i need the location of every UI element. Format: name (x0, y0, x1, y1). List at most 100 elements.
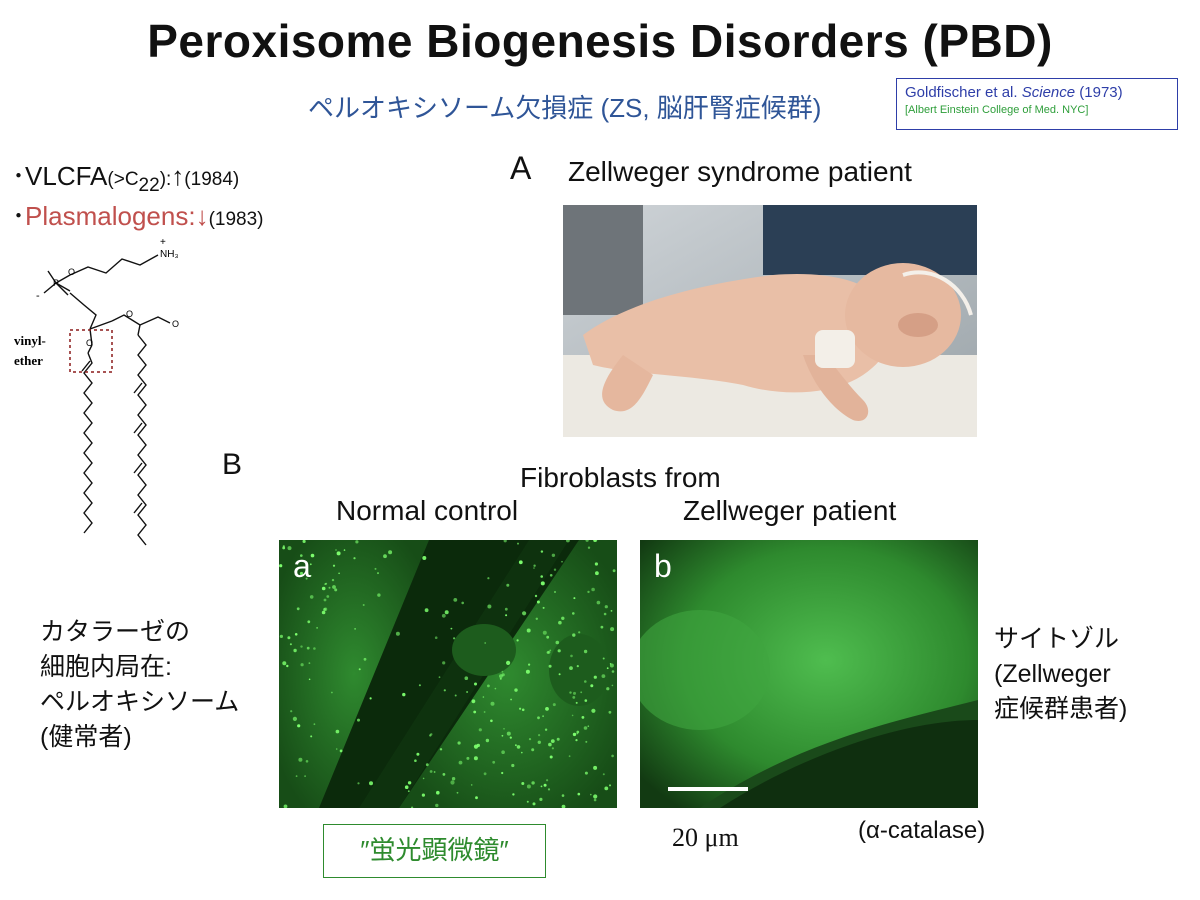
peroxisome-dot (573, 597, 576, 600)
peroxisome-dot (309, 563, 312, 566)
peroxisome-dot (487, 604, 492, 609)
peroxisome-dot (293, 648, 297, 653)
peroxisome-dot (519, 707, 522, 710)
peroxisome-dot (515, 744, 517, 747)
micrograph-normal: a (279, 540, 617, 808)
peroxisome-dot (279, 634, 283, 638)
peroxisome-dot (540, 575, 543, 578)
peroxisome-dot (466, 691, 469, 693)
peroxisome-dot (457, 741, 461, 745)
peroxisome-dot (585, 540, 589, 542)
peroxisome-dot (416, 752, 420, 756)
peroxisome-dot (501, 670, 504, 673)
bullet-label: VLCFA (25, 161, 108, 191)
peroxisome-dot (332, 564, 336, 567)
reference-citation: Goldfischer et al. Science (1973) (905, 84, 1169, 102)
left-annotation-line: 細胞内局在: (40, 653, 172, 681)
peroxisome-dot (434, 636, 438, 639)
peroxisome-dot (594, 562, 598, 566)
peroxisome-dot (593, 675, 597, 679)
peroxisome-dot (526, 800, 529, 803)
peroxisome-dot (354, 628, 356, 630)
peroxisome-dot (425, 763, 429, 767)
peroxisome-dot (581, 716, 585, 719)
fluorescence-microscope-label: ″蛍光顕微鏡″ (323, 824, 546, 878)
peroxisome-dot (289, 643, 292, 646)
peroxisome-dot (572, 633, 576, 637)
right-annotation-line: 症候群患者) (994, 695, 1128, 723)
peroxisome-dot (542, 715, 544, 718)
peroxisome-dot (571, 714, 574, 717)
peroxisome-dot (593, 794, 598, 799)
peroxisome-dot (501, 673, 505, 677)
peroxisome-dot (335, 748, 338, 750)
peroxisome-dot (290, 710, 293, 713)
peroxisome-dot (422, 777, 425, 780)
peroxisome-dot (332, 585, 336, 589)
peroxisome-dot (572, 732, 577, 737)
peroxisome-dot (580, 691, 583, 694)
right-annotation-line: サイトゾル (994, 625, 1120, 653)
peroxisome-dot (308, 678, 311, 681)
peroxisome-dot (294, 633, 298, 636)
peroxisome-dot (509, 736, 512, 739)
peroxisome-dot (404, 785, 409, 789)
scale-bar-label: 20 μm (672, 823, 739, 852)
peroxisome-dot (444, 610, 449, 615)
peroxisome-dot (282, 546, 286, 550)
peroxisome-dot (451, 777, 456, 781)
peroxisome-dot (514, 688, 518, 692)
peroxisome-dot (300, 663, 304, 667)
peroxisome-dot (528, 738, 532, 741)
peroxisome-dot (609, 663, 614, 668)
peroxisome-dot (414, 759, 417, 762)
peroxisome-dot (568, 755, 571, 758)
reference-journal: Science (1021, 84, 1076, 101)
peroxisome-dot (576, 730, 580, 734)
panel-b-letter: B (222, 448, 243, 481)
slide-title: Peroxisome Biogenesis Disorders (PBD) (147, 15, 1053, 67)
peroxisome-dot (494, 687, 497, 690)
peroxisome-dot (554, 591, 556, 593)
peroxisome-dot (321, 586, 326, 591)
peroxisome-dot (433, 771, 436, 773)
ether-oxygen-label: O (86, 338, 93, 348)
peroxisome-dot (510, 698, 512, 701)
peroxisome-dot (490, 719, 493, 723)
micrograph-zellweger-image (640, 540, 978, 808)
peroxisome-dot (323, 608, 327, 611)
peroxisome-dot (611, 684, 614, 687)
peroxisome-dot (487, 684, 490, 688)
peroxisome-dot (492, 760, 496, 764)
peroxisome-dot (506, 731, 511, 736)
peroxisome-dot (532, 802, 536, 806)
patient-photo (563, 205, 977, 437)
peroxisome-dot (501, 771, 504, 775)
peroxisome-dot (482, 696, 485, 698)
peroxisome-dot (537, 716, 540, 720)
peroxisome-dot (506, 583, 510, 587)
bullet-mark: ･ (12, 161, 26, 191)
peroxisome-dot (358, 668, 361, 671)
peroxisome-dot (526, 784, 531, 789)
plus-charge: + (160, 237, 166, 248)
peroxisome-dot (325, 582, 328, 585)
peroxisome-dot (555, 640, 560, 645)
peroxisome-dot (374, 567, 377, 570)
peroxisome-dot (578, 631, 581, 634)
peroxisome-dot (321, 610, 326, 615)
peroxisome-dot (540, 581, 545, 586)
micrograph-normal-image (279, 540, 617, 808)
down-arrow-icon: ↓ (195, 201, 209, 231)
peroxisome-dot (466, 756, 470, 760)
left-annotation: カタラーゼの 細胞内局在: ペルオキシソーム (健常者) (40, 615, 239, 755)
peroxisome-dot (572, 612, 575, 615)
peroxisome-dot (604, 605, 608, 609)
peroxisome-dot (604, 786, 609, 791)
peroxisome-dot (377, 572, 379, 575)
peroxisome-dot (511, 763, 515, 768)
peroxisome-dot (552, 703, 556, 707)
peroxisome-dot (516, 745, 521, 749)
peroxisome-dot (601, 674, 606, 678)
normal-control-label: Normal control (336, 495, 519, 526)
